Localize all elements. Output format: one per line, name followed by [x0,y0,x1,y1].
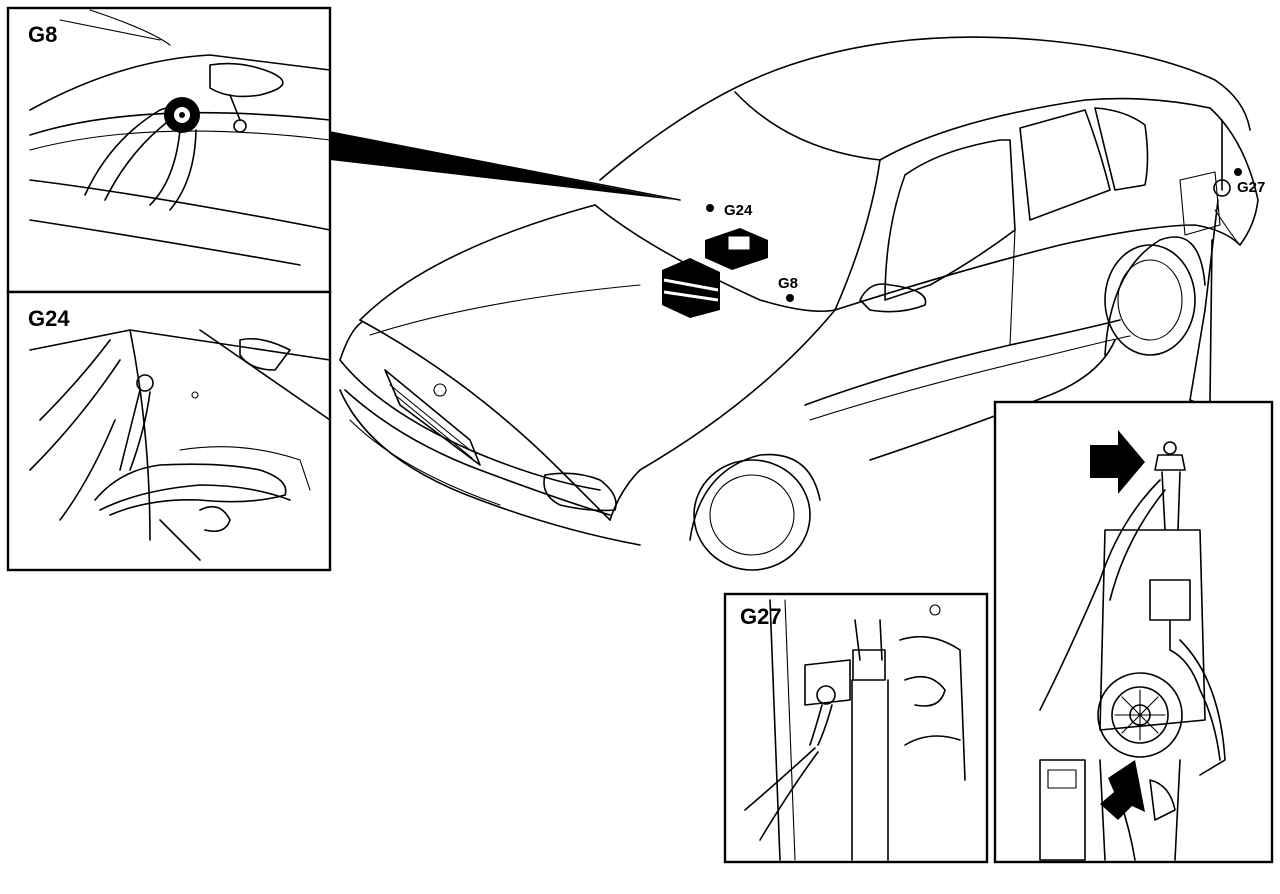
car-illustration [339,36,1259,571]
relay-box-icon [662,228,768,318]
g24-ground-point [706,204,714,212]
g8-car-label: G8 [778,275,798,292]
panel-g24-title: G24 [28,306,70,331]
panel-antenna [993,400,1274,864]
arrow-up-right-icon [1100,760,1145,820]
arrow-right-icon [1090,430,1145,494]
g27-car-label: G27 [1237,179,1265,196]
panel-g24: G24 [6,290,332,572]
panel-g8: G8 [6,6,332,294]
g8-ground-point [786,294,794,302]
g27-ground-point [1234,168,1242,176]
panel-g27: G27 [723,592,989,864]
g24-car-label: G24 [724,202,753,219]
panel-g8-title: G8 [28,22,57,47]
panel-g27-title: G27 [740,604,782,629]
